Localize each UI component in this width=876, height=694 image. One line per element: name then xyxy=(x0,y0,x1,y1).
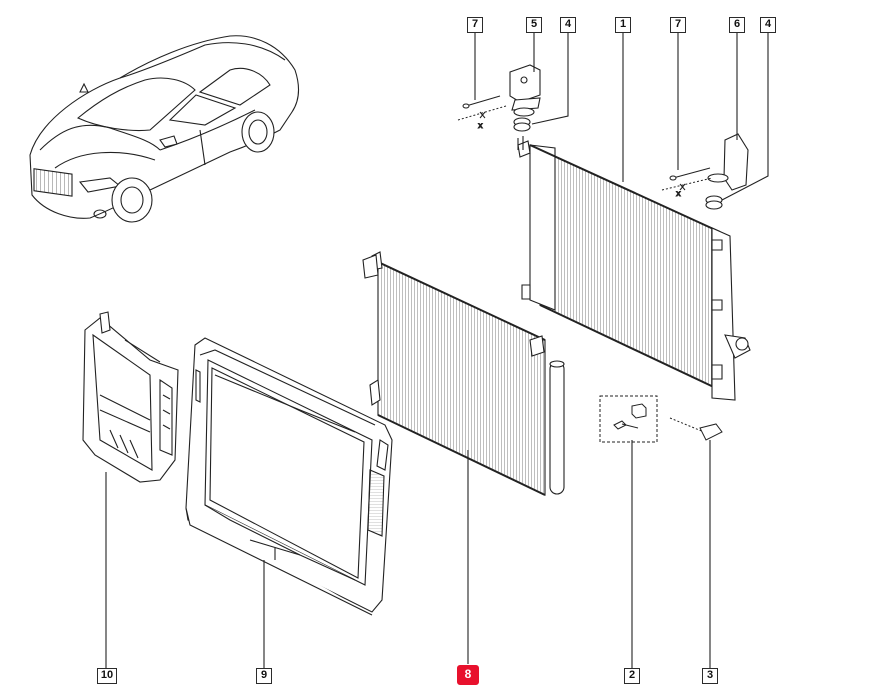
callout-8-highlighted[interactable]: 8 xyxy=(457,665,479,685)
callout-1[interactable]: 1 xyxy=(615,17,631,33)
part-10-shroud xyxy=(82,311,179,483)
callout-2[interactable]: 2 xyxy=(624,668,640,684)
callout-10[interactable]: 10 xyxy=(97,668,117,684)
leader-lines xyxy=(105,33,769,668)
part-5-bracket xyxy=(509,64,541,117)
dimension-mark-left: x xyxy=(478,121,483,130)
part-1-radiator xyxy=(517,136,751,401)
part-4-grommet-upper xyxy=(513,117,531,132)
callout-6[interactable]: 6 xyxy=(729,17,745,33)
dimension-mark-right: x xyxy=(676,189,681,198)
part-7-screw-upper: x xyxy=(457,95,507,131)
car-illustration xyxy=(29,35,299,223)
part-2-kit xyxy=(599,395,658,443)
callout-7-upper-left[interactable]: 7 xyxy=(467,17,483,33)
callout-7-upper-right[interactable]: 7 xyxy=(670,17,686,33)
callout-4-upper-right[interactable]: 4 xyxy=(760,17,776,33)
part-4-grommet-lower xyxy=(705,195,723,210)
callout-9[interactable]: 9 xyxy=(256,668,272,684)
part-7-screw-lower: x xyxy=(661,167,713,199)
part-8-condenser xyxy=(362,251,565,496)
part-9-frame xyxy=(185,337,393,616)
callout-3[interactable]: 3 xyxy=(702,668,718,684)
part-6-bracket xyxy=(707,133,749,191)
part-3-drain-plug xyxy=(669,417,723,441)
callout-4-upper-left[interactable]: 4 xyxy=(560,17,576,33)
callout-5[interactable]: 5 xyxy=(526,17,542,33)
